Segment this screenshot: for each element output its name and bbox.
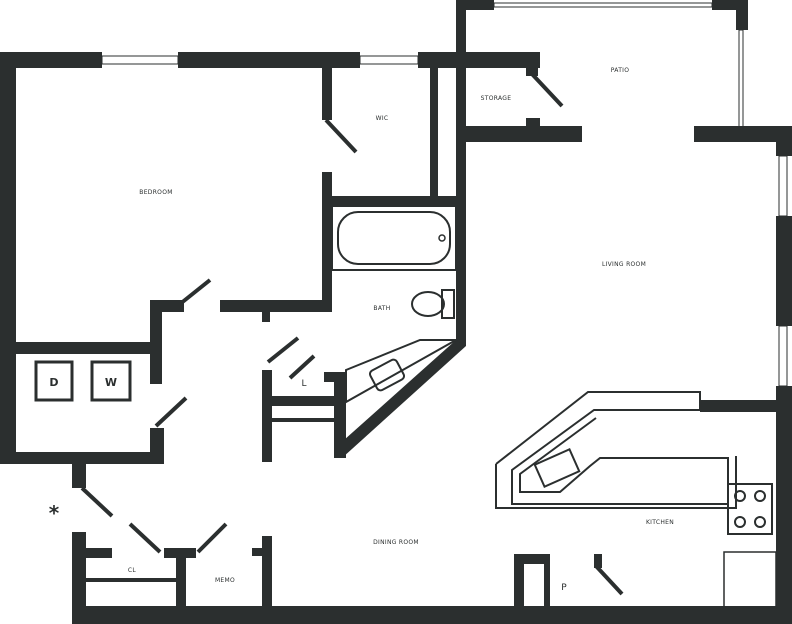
laundry-wall-bottom bbox=[0, 452, 164, 464]
range-cooktop bbox=[727, 483, 773, 535]
window-living-2 bbox=[778, 325, 788, 387]
label-closet: CL bbox=[128, 567, 136, 574]
bath-wall-linen-right bbox=[334, 372, 346, 458]
wall-west bbox=[0, 52, 16, 464]
storage-door-post-b bbox=[526, 118, 540, 128]
laundry-wall-top bbox=[0, 342, 162, 354]
patio-post-top-right bbox=[736, 0, 748, 30]
entry-wall-left-upper bbox=[72, 462, 86, 488]
label-kitchen: KITCHEN bbox=[646, 519, 674, 526]
door-storage[interactable] bbox=[530, 72, 564, 108]
closet-wall-top-right bbox=[164, 548, 196, 558]
burner-icon bbox=[754, 490, 766, 502]
kitchen-counter-peninsula bbox=[495, 391, 729, 505]
memo-wall-right bbox=[262, 536, 272, 612]
fixtures bbox=[34, 205, 777, 609]
kitchen-sink-icon bbox=[533, 447, 581, 489]
pantry-wall-inner bbox=[544, 554, 550, 612]
label-storage: STORAGE bbox=[481, 95, 512, 102]
door-bedroom[interactable] bbox=[178, 278, 212, 306]
entry-wall-left-lower bbox=[72, 532, 86, 624]
patio-wall-top-right bbox=[712, 0, 748, 10]
closet-shelf bbox=[86, 578, 182, 582]
memo-wall-top bbox=[252, 548, 272, 556]
wall-bottom bbox=[72, 606, 792, 624]
label-memo: MEMO bbox=[215, 577, 235, 584]
closet-wall-top bbox=[86, 548, 112, 558]
door-closet[interactable] bbox=[128, 522, 162, 554]
wall-top-wic bbox=[330, 52, 360, 68]
entry-marker-icon: * bbox=[49, 501, 60, 525]
door-linen[interactable] bbox=[288, 354, 316, 380]
dryer-box bbox=[34, 360, 74, 402]
label-bath: BATH bbox=[373, 305, 390, 312]
bathtub bbox=[331, 205, 457, 271]
bedroom-wall-south bbox=[220, 300, 332, 312]
pantry-wall-top bbox=[514, 554, 550, 564]
door-wic[interactable] bbox=[324, 118, 358, 154]
wall-top-bedroom-left bbox=[0, 52, 102, 68]
wic-wall-left bbox=[322, 60, 332, 120]
laundry-wall-right-lower bbox=[150, 428, 164, 464]
labels: BEDROOM WIC STORAGE PATIO LIVING ROOM BA… bbox=[49, 67, 674, 593]
burner-icon bbox=[734, 490, 746, 502]
kitchen-counter-outline bbox=[495, 456, 737, 509]
linen-shelf-2 bbox=[262, 418, 336, 422]
burner-icon bbox=[754, 516, 766, 528]
pantry-wall-left bbox=[514, 554, 524, 612]
kitchen-wall-north bbox=[700, 400, 792, 412]
door-laundry[interactable] bbox=[154, 396, 188, 428]
bath-vanity bbox=[345, 339, 460, 404]
window-bedroom bbox=[101, 55, 179, 65]
wall-top-bedroom-mid bbox=[178, 52, 330, 68]
doors bbox=[80, 56, 624, 596]
label-pantry: P bbox=[561, 583, 567, 593]
washer-box bbox=[90, 360, 132, 402]
label-bedroom: BEDROOM bbox=[139, 189, 172, 196]
door-bath[interactable] bbox=[266, 336, 300, 364]
wall-east-mid bbox=[776, 216, 792, 326]
wall-east-lower bbox=[776, 386, 792, 624]
label-linen: L bbox=[301, 379, 306, 389]
label-washer: W bbox=[105, 376, 117, 389]
storage-door-post bbox=[526, 56, 538, 76]
label-dryer: D bbox=[49, 376, 58, 389]
patio-rail-right bbox=[738, 29, 744, 129]
bathtub-drain-icon bbox=[438, 234, 446, 242]
toilet-tank bbox=[441, 289, 455, 319]
door-entry[interactable] bbox=[80, 486, 114, 518]
bath-diagonal-wall bbox=[334, 340, 466, 458]
patio-rail-top bbox=[493, 2, 713, 8]
linen-wall-left bbox=[262, 370, 272, 462]
refrigerator bbox=[723, 551, 777, 609]
bedroom-post bbox=[262, 300, 270, 322]
door-pantry[interactable] bbox=[594, 564, 624, 596]
bath-sink-icon bbox=[369, 358, 405, 392]
label-dining-room: DINING ROOM bbox=[373, 539, 419, 546]
wic-wall-bottom bbox=[322, 196, 466, 206]
window-living-1 bbox=[778, 155, 788, 217]
toilet-bowl bbox=[411, 291, 445, 317]
bedroom-wall-east bbox=[322, 172, 332, 310]
wic-wall-right bbox=[430, 56, 438, 196]
label-living-room: LIVING ROOM bbox=[602, 261, 646, 268]
patio-wall-top-left bbox=[456, 0, 494, 10]
door-memo[interactable] bbox=[196, 522, 228, 554]
wall-top-storage bbox=[418, 52, 540, 68]
storage-wall-bottom bbox=[466, 126, 582, 142]
label-patio: PATIO bbox=[611, 67, 630, 74]
pantry-door-post bbox=[594, 554, 602, 568]
label-wic: WIC bbox=[376, 115, 389, 122]
wall-east-upper bbox=[776, 126, 792, 156]
closet-wall-right bbox=[176, 548, 186, 612]
window-wic bbox=[359, 55, 419, 65]
patio-wall-left bbox=[456, 0, 466, 56]
bathtub-basin bbox=[337, 211, 451, 265]
burner-icon bbox=[734, 516, 746, 528]
wall-kitchen-top-right bbox=[694, 126, 792, 142]
linen-shelf-1 bbox=[262, 396, 336, 406]
